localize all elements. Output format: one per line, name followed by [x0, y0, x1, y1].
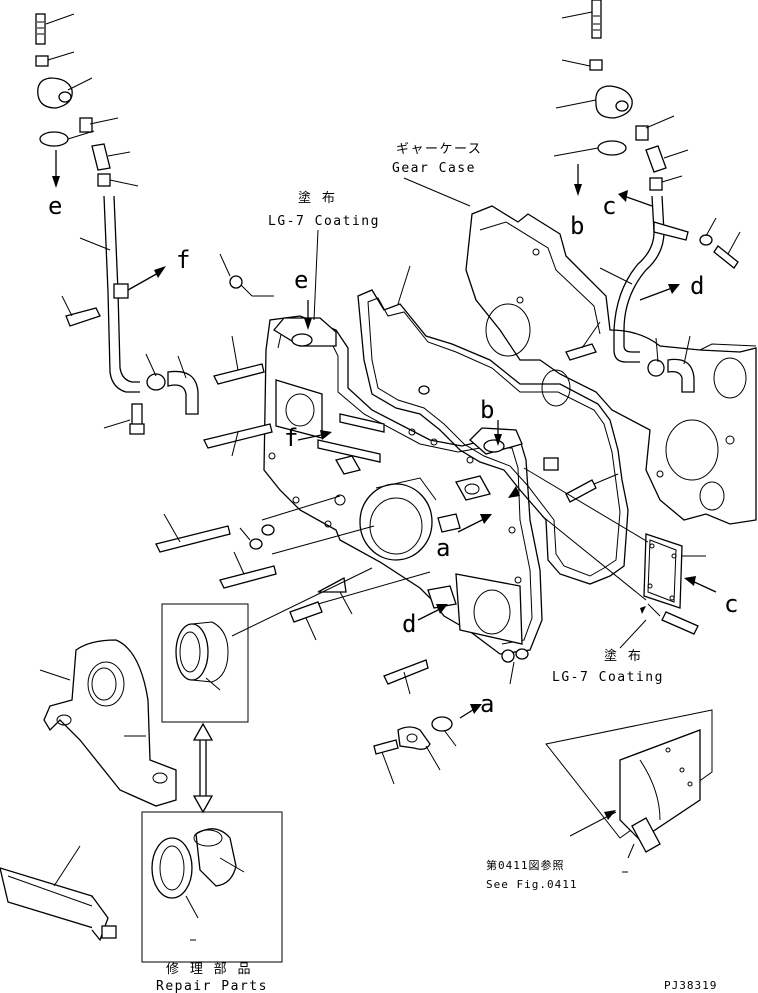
fastener-parts [155, 253, 717, 785]
front-housing [235, 229, 543, 655]
annotation-labels: ギャーケース Gear Case 塗 布 LG-7 Coating 塗 布 LG… [48, 142, 738, 993]
repair-parts-jp-label: 修 理 部 品 [166, 962, 252, 977]
right-breather-assembly [553, 0, 741, 393]
gear-case-label: Gear Case [392, 161, 476, 176]
oil-seal-group [141, 567, 373, 963]
coating-jp-label-right: 塗 布 [604, 648, 642, 664]
left-breather-assembly [35, 13, 199, 435]
callout-f-right: f [176, 246, 190, 274]
callout-d-case: d [402, 610, 416, 638]
gear-case-gasket [357, 265, 629, 585]
callout-c-right: c [602, 192, 616, 220]
coating-label-top: LG-7 Coating [268, 214, 380, 229]
callout-e-left: e [48, 192, 62, 220]
press-tool [0, 639, 177, 942]
repair-parts-label: Repair Parts [156, 979, 268, 993]
callout-c-cover: c [724, 590, 738, 618]
callout-a-case: a [436, 534, 450, 562]
callout-b-right: b [570, 212, 584, 240]
callout-f-case: f [284, 424, 298, 452]
see-fig-label: See Fig.0411 [486, 878, 577, 891]
coating-jp-label-top: 塗 布 [298, 190, 336, 206]
drawing-number: PJ38319 [664, 979, 717, 992]
see-fig-jp-label: 第0411図参照 [486, 858, 565, 872]
callout-b-case: b [480, 396, 494, 424]
callout-a-gasket: a [480, 690, 494, 718]
callout-d-right: d [690, 272, 704, 300]
coating-label-right: LG-7 Coating [552, 670, 664, 685]
gear-case [403, 177, 757, 525]
gear-case-jp-label: ギャーケース [396, 142, 482, 157]
reference-panel [545, 709, 713, 873]
callout-e-top: e [294, 266, 308, 294]
